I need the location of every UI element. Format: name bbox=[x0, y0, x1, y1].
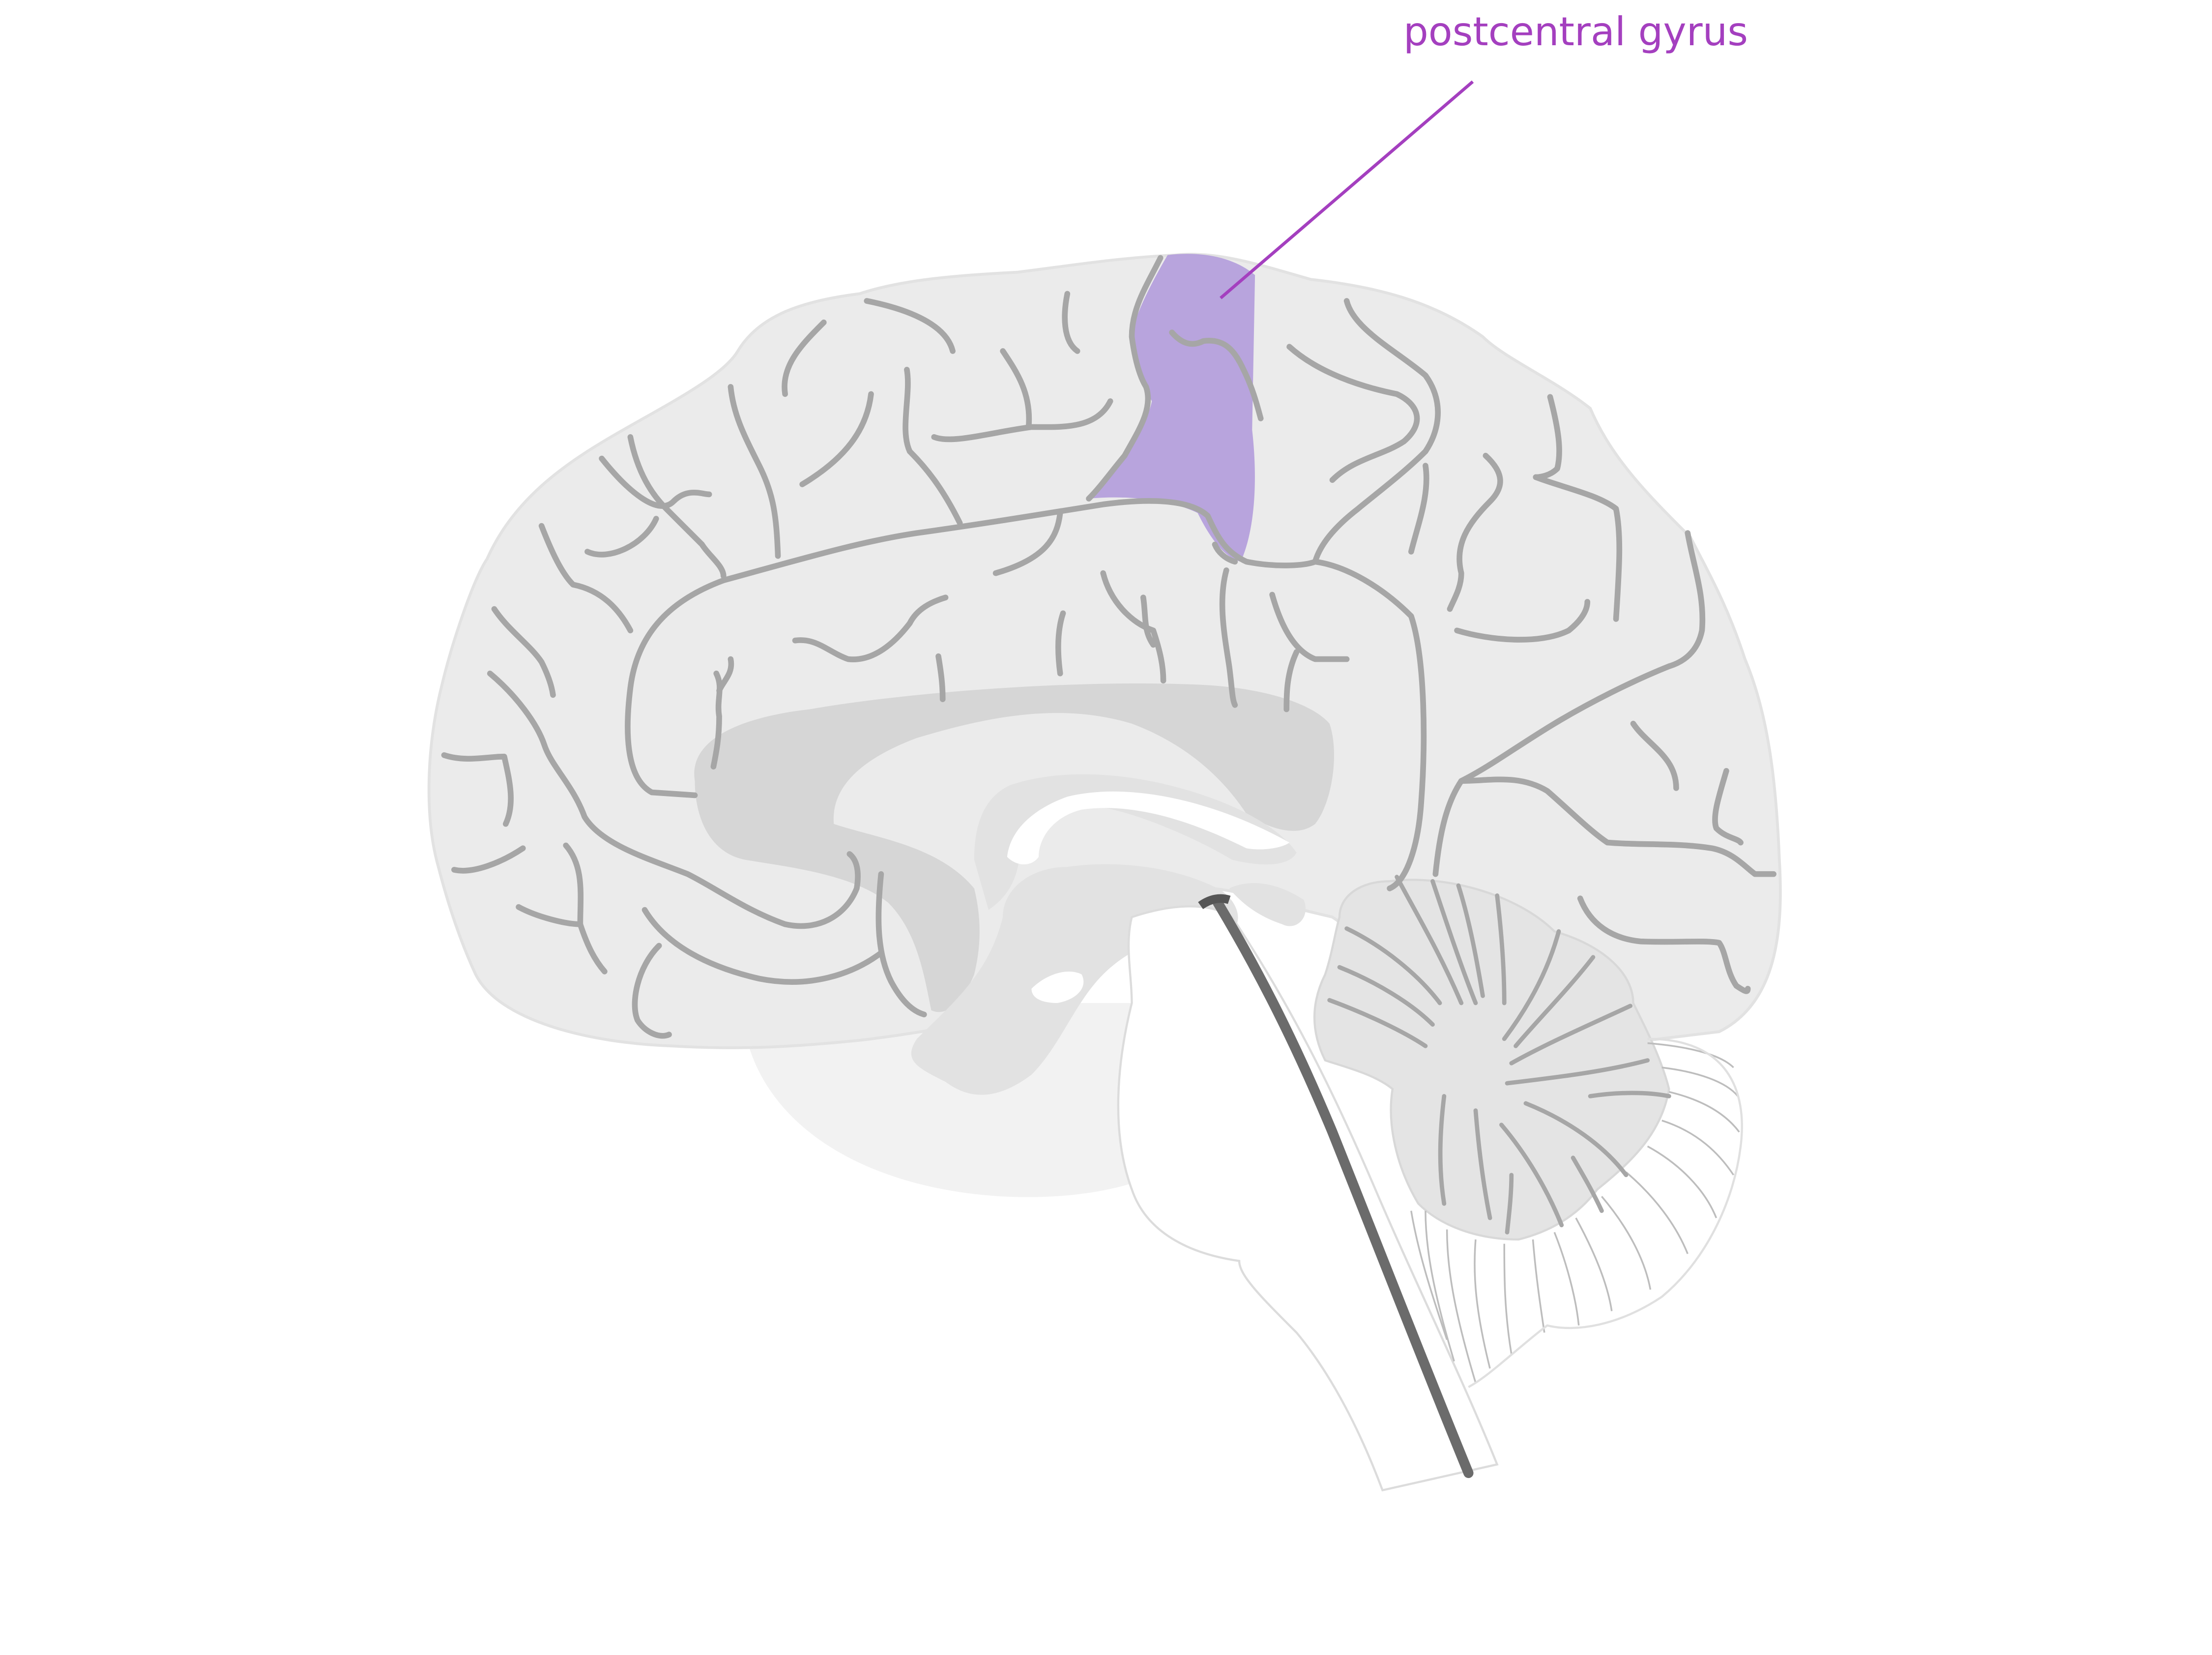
brainstem bbox=[1117, 905, 1499, 1492]
temporal-lobe-underlay bbox=[745, 1003, 1168, 1197]
cortex-sulci bbox=[441, 255, 1776, 1039]
pituitary-area bbox=[1031, 971, 1084, 1003]
postcentral-gyrus-region bbox=[1089, 254, 1255, 562]
cerebellum-outer-edge bbox=[1468, 1037, 1743, 1388]
cerebral-cortex bbox=[427, 253, 1782, 1076]
corpus-callosum bbox=[694, 683, 1334, 1012]
pons-upper bbox=[1229, 883, 1306, 926]
spinal-line-cap bbox=[1198, 894, 1231, 910]
cerebellum-arbor bbox=[1327, 875, 1671, 1235]
cerebellum-folia bbox=[1410, 1042, 1740, 1383]
fornix-cavity bbox=[1007, 791, 1290, 865]
postcentral-gyrus-label: postcentral gyrus bbox=[1403, 9, 1748, 55]
spinal-line bbox=[1213, 897, 1474, 1478]
label-pointer-line bbox=[1220, 80, 1474, 299]
